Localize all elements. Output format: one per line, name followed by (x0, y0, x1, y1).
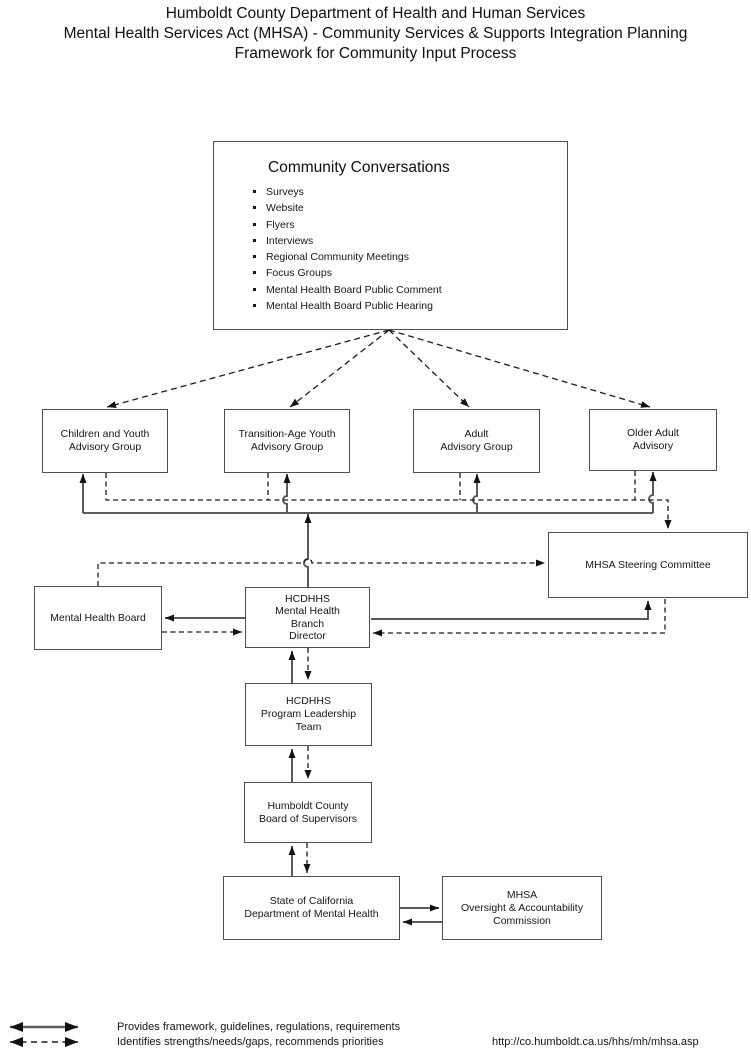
label-line: MHSA Steering Committee (585, 558, 711, 571)
label-line: Team (295, 721, 322, 733)
label-line: Adult (464, 428, 489, 440)
label-line: Oversight & Accountability (461, 901, 583, 914)
source-url: http://co.humboldt.ca.us/hhs/mh/mhsa.asp (492, 1036, 699, 1048)
cc-item-public-comment: Mental Health Board Public Comment (266, 282, 559, 298)
label-line: Commission (493, 914, 551, 927)
label-line: Branch (290, 617, 325, 630)
label-line: Board of Supervisors (258, 812, 358, 825)
cc-item-public-hearing: Mental Health Board Public Hearing (266, 298, 559, 314)
label-line: Department of Mental Health (244, 908, 379, 920)
label-line: Humboldt County (267, 799, 349, 812)
connector-mhb-to-steering (97, 558, 545, 586)
legend-dashed-label: Identifies strengths/needs/gaps, recomme… (117, 1036, 384, 1048)
label-line: Advisory (632, 440, 674, 452)
cc-item-flyers: Flyers (266, 217, 559, 233)
label-line: Mental Health Board (50, 611, 146, 624)
box-older-adult-advisory: Older Adult Advisory (589, 409, 717, 471)
cc-item-regional-meetings: Regional Community Meetings (266, 249, 559, 265)
label-line: Mental Health (275, 605, 340, 617)
dashed-bus-rail (105, 473, 672, 529)
label-line: Director (289, 630, 326, 642)
connector-cc-to-transition (289, 329, 390, 408)
box-board-of-supervisors: Humboldt County Board of Supervisors (244, 782, 372, 843)
connector-cc-to-adult (388, 329, 470, 408)
cc-item-focus-groups: Focus Groups (266, 265, 559, 281)
box-mental-health-board: Mental Health Board (34, 586, 162, 650)
connector-dashed-bus (105, 471, 672, 529)
solid-riser-older (648, 472, 657, 513)
solid-riser-adult (472, 474, 481, 513)
community-conversations-list: Surveys Website Flyers Interviews Region… (214, 184, 567, 314)
community-conversations-title: Community Conversations (268, 159, 450, 176)
box-oversight-commission: MHSA Oversight & Accountability Commissi… (442, 876, 602, 940)
solid-riser-branch-director (303, 514, 312, 587)
connector-cc-fan (106, 329, 651, 409)
label-line: Advisory Group (68, 441, 142, 453)
label-line: Advisory Group (250, 441, 324, 453)
label-line: Children and Youth (60, 428, 150, 440)
label-line: HCDHHS (285, 592, 330, 605)
box-branch-director: HCDHHS Mental Health Branch Director (245, 587, 370, 648)
label-line: Older Adult (627, 427, 679, 439)
title-line-1: Humboldt County Department of Health and… (165, 5, 586, 22)
cc-item-interviews: Interviews (266, 233, 559, 249)
title-line-2: Mental Health Services Act (MHSA) - Comm… (63, 25, 688, 42)
connector-branch-to-steering-solid (371, 601, 652, 620)
box-program-leadership-team: HCDHHS Program Leadership Team (245, 683, 372, 746)
title-line-3: Framework for Community Input Process (234, 45, 517, 62)
box-adult-advisory: Adult Advisory Group (413, 409, 540, 473)
connector-cc-to-older (388, 329, 651, 408)
label-line: State of California (269, 895, 354, 907)
label-line: HCDHHS (286, 695, 331, 707)
legend-solid-label: Provides framework, guidelines, regulati… (117, 1021, 401, 1033)
box-community-conversations: Community Conversations Surveys Website … (213, 141, 568, 330)
box-state-dmh: State of California Department of Mental… (223, 876, 400, 940)
document-title: Humboldt County Department of Health and… (0, 4, 751, 64)
solid-riser-transition (282, 474, 291, 513)
box-transition-age-advisory: Transition-Age Youth Advisory Group (224, 409, 350, 473)
box-children-youth-advisory: Children and Youth Advisory Group (42, 409, 168, 473)
label-line: Program Leadership (260, 708, 357, 720)
label-line: Transition-Age Youth (238, 428, 336, 440)
box-mhsa-steering-committee: MHSA Steering Committee (548, 532, 748, 598)
connector-cc-to-children (106, 329, 390, 409)
cc-item-surveys: Surveys (266, 184, 559, 200)
connector-steering-to-branch-dashed (373, 599, 666, 637)
cc-item-website: Website (266, 200, 559, 216)
label-line: Advisory Group (440, 441, 513, 453)
label-line: MHSA (506, 888, 538, 901)
